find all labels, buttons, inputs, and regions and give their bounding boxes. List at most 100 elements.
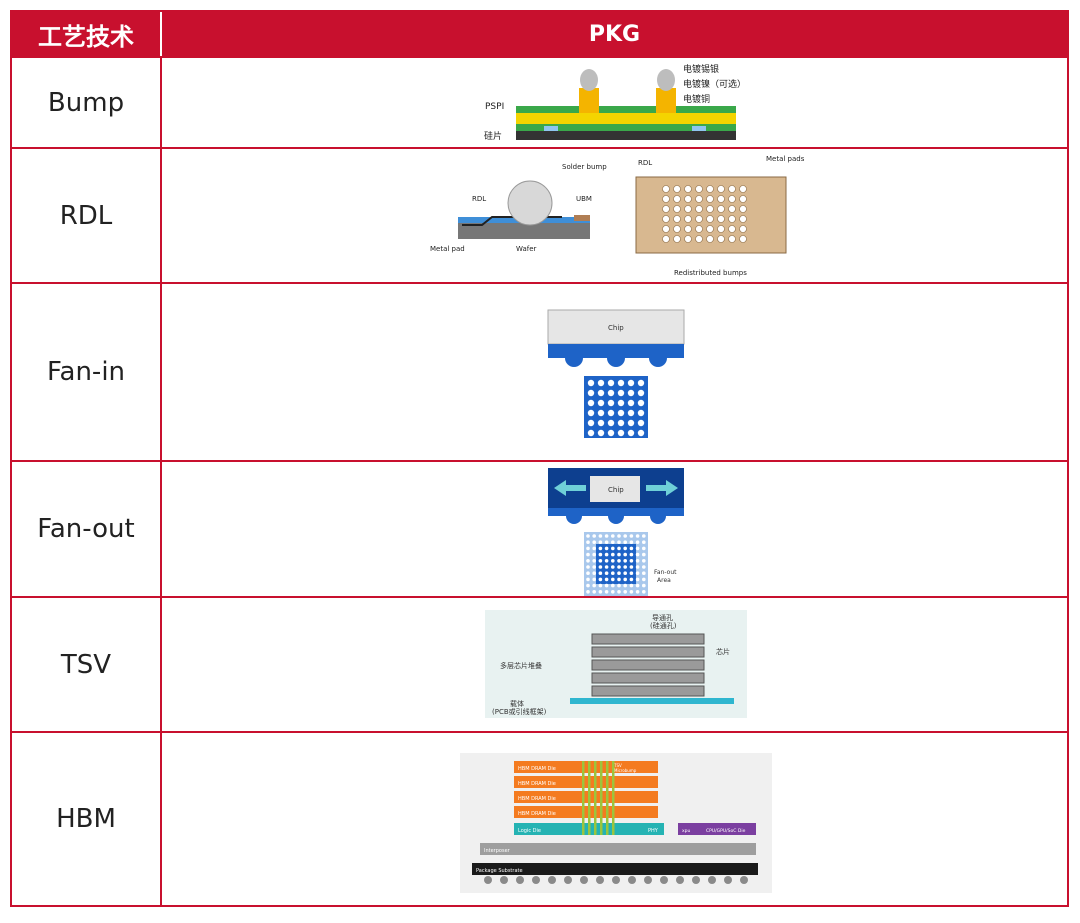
fan-out-arrow-right <box>646 480 678 496</box>
fan-out-ball <box>598 571 603 575</box>
fan-out-ball <box>635 552 640 557</box>
fan-out-ball <box>611 565 615 569</box>
fan-in-ball <box>637 389 645 397</box>
fan-out-ball <box>604 571 609 575</box>
bump-pad-right <box>692 126 706 131</box>
rdl-ubm <box>574 215 590 221</box>
rdl-bump <box>684 225 692 233</box>
fan-out-ball <box>586 534 590 538</box>
table-row: Bump 电镀锡银 电镀镍（可选） 电镀铜 PSPI 硅片 <box>12 56 1067 147</box>
fan-out-ball <box>604 546 609 551</box>
rdl-bump <box>662 185 670 193</box>
fan-out-ball <box>623 559 627 563</box>
table-row: Fan-out Chip Fan-out Area <box>12 460 1067 596</box>
hbm-ball <box>516 876 524 884</box>
tsv-label-carrier-sub: (PCB或引线框架) <box>492 707 547 716</box>
fan-out-ball <box>611 534 615 538</box>
table-row: Fan-in Chip <box>12 282 1067 460</box>
rdl-bump <box>706 225 714 233</box>
fan-in-ball <box>627 399 635 407</box>
hbm-ball <box>660 876 668 884</box>
hbm-solder-balls <box>484 876 748 884</box>
hbm-diagram: HBM DRAM Die HBM DRAM Die HBM DRAM Die H… <box>162 733 1067 905</box>
fan-in-ball <box>607 399 615 407</box>
fan-out-ball <box>598 565 603 569</box>
tsv-svg: 导通孔 (硅通孔) 多层芯片堆叠 芯片 载体 (PCB或引线框架) <box>485 610 747 718</box>
fan-out-ball <box>629 559 634 563</box>
rdl-bump <box>662 235 670 243</box>
fan-out-ball <box>623 546 627 551</box>
fan-in-ball <box>637 409 645 417</box>
row-label-bump: Bump <box>12 58 162 147</box>
fan-out-ball <box>586 552 590 557</box>
fan-out-area-label-1: Fan-out <box>654 569 677 576</box>
tsv-die-3 <box>591 659 705 671</box>
tsv-label-chip: 芯片 <box>716 647 730 656</box>
hbm-ball <box>484 876 492 884</box>
fan-out-ball <box>629 546 634 551</box>
fan-in-ball <box>627 409 635 417</box>
fan-out-ball <box>635 546 640 551</box>
fan-in-ball <box>637 399 645 407</box>
rdl-bump <box>728 225 736 233</box>
hbm-ball <box>724 876 732 884</box>
hbm-dram-label-4: HBM DRAM Die <box>518 811 556 817</box>
fan-in-ball-3 <box>649 349 667 367</box>
fan-in-svg: Chip <box>547 309 685 438</box>
hbm-ball <box>740 876 748 884</box>
fan-out-ball <box>611 571 615 575</box>
fan-out-ball <box>604 583 609 588</box>
fan-in-ball <box>617 389 625 397</box>
rdl-bump <box>695 185 703 193</box>
bump-yellow-layer <box>516 113 736 124</box>
fan-out-ball <box>598 590 603 594</box>
fan-out-ball <box>617 534 621 538</box>
hbm-interposer-label: Interposer <box>484 848 511 854</box>
fan-out-ball <box>623 534 627 538</box>
hbm-tsv-columns <box>582 761 615 835</box>
table-row: TSV 导通孔 (硅通孔) 多层芯片堆叠 芯片 载体 (PCB或引线框架) <box>12 596 1067 731</box>
bump-cap-right <box>657 69 675 91</box>
bump-label-ni: 电镀镍（可选） <box>683 78 746 90</box>
fan-in-diagram: Chip <box>162 284 1067 460</box>
rdl-bump <box>706 215 714 223</box>
fan-in-ball <box>617 429 625 437</box>
rdl-bump <box>673 185 681 193</box>
hbm-ball <box>612 876 620 884</box>
fan-in-chip-label: Chip <box>608 324 624 332</box>
rdl-bump <box>673 215 681 223</box>
fan-out-diagram: Chip Fan-out Area <box>162 462 1067 596</box>
tsv-die-5 <box>591 685 705 697</box>
fan-out-chip-label: Chip <box>608 486 624 494</box>
fan-in-ball <box>607 409 615 417</box>
hbm-ball <box>548 876 556 884</box>
fan-in-ball <box>597 409 605 417</box>
fan-out-ball <box>604 577 609 582</box>
fan-out-ball <box>623 590 627 594</box>
rdl-bump <box>684 185 692 193</box>
header-pkg: PKG <box>588 21 641 47</box>
rdl-bump <box>673 225 681 233</box>
fan-out-ball <box>604 534 609 538</box>
table-row: HBM HBM DRAM Die HBM DRAM Die HBM DRAM D… <box>12 731 1067 905</box>
fan-out-ball <box>642 571 646 575</box>
fan-out-ball <box>598 540 603 544</box>
rdl-svg: Solder bump RDL UBM Metal pad Wafer RDL … <box>430 155 805 277</box>
fan-in-ball <box>607 429 615 437</box>
rdl-bump <box>662 195 670 203</box>
fan-out-ball <box>586 540 590 544</box>
fan-out-ball <box>598 534 603 538</box>
hbm-logic-label: Logic Die <box>518 828 541 834</box>
hbm-tsv <box>582 761 585 835</box>
rdl-label-metalpads: Metal pads <box>766 155 805 163</box>
fan-in-ball <box>627 419 635 427</box>
hbm-ball <box>676 876 684 884</box>
fan-out-ball <box>586 571 590 575</box>
fan-in-ball-array <box>584 376 648 438</box>
rdl-bump <box>739 225 747 233</box>
bump-label-snag: 电镀锡银 <box>683 63 719 75</box>
rdl-bump <box>695 195 703 203</box>
fan-out-ball <box>592 577 596 582</box>
fan-out-ball <box>635 583 640 588</box>
fan-out-ball <box>642 590 646 594</box>
